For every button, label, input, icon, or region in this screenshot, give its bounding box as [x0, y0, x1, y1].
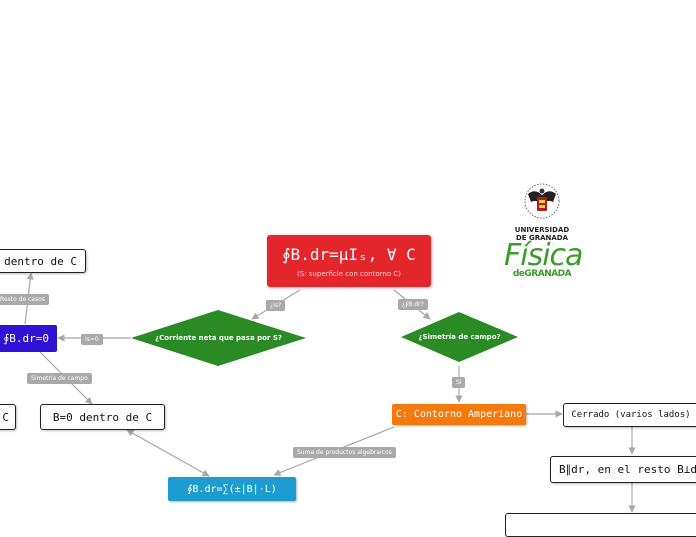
decision-current-shape[interactable]	[131, 310, 306, 366]
node-closed[interactable]: Cerrado (varios lados)	[563, 403, 696, 427]
node-b-inside-top[interactable]: dentro de C	[0, 249, 86, 273]
node-b-zero-inside-text: B=0 dentro de C	[52, 410, 153, 424]
node-amperian[interactable]: C: Contorno Amperiano	[392, 404, 526, 425]
logo-line2: DE GRANADA	[515, 234, 569, 242]
node-c-left[interactable]: C	[0, 404, 16, 430]
edge-label-sum-products: Suma de productos algebraicos	[293, 447, 396, 458]
logo-fisica: Física	[504, 238, 583, 273]
decision-current-label: ¿Corriente neta que pasa por S?	[155, 334, 282, 342]
node-circ-zero-text: ∮B.dr=0	[3, 332, 49, 345]
edge-label-si: Sí	[452, 377, 466, 388]
node-parallel-text: B∥dr, en el resto B⊥d	[559, 463, 696, 476]
root-node[interactable]: ∮B.dr=μIₛ, ∀ C (S: superficie con contor…	[267, 235, 431, 287]
edge-label-circ: ¿∮B.dr?	[398, 299, 428, 310]
node-c-left-text: C	[2, 410, 9, 424]
logo-line1: UNIVERSIDAD	[514, 226, 570, 234]
connector-bzero-sum	[126, 429, 210, 477]
logo-fisica-sub: deGRANADA	[512, 269, 572, 279]
node-amperian-text: C: Contorno Amperiano	[395, 409, 523, 420]
node-sum-formula[interactable]: ∮B.dr=∑(±|B|·L)	[168, 477, 296, 501]
edge-label-rest-cases: Resto de casos	[0, 294, 49, 305]
decision-symmetry-shape[interactable]	[401, 312, 518, 362]
node-b-inside-top-text: dentro de C	[4, 254, 77, 268]
root-formula: ∮B.dr=μIₛ, ∀ C	[282, 244, 416, 264]
edge-label-is-zero: Is=0	[81, 334, 103, 345]
university-logo: UNIVERSIDAD DE GRANADA Física deGRANADA	[504, 182, 583, 279]
university-crest-icon	[524, 183, 560, 219]
edge-label-field-sym: Simetría de campo	[27, 373, 92, 384]
node-parallel[interactable]: B∥dr, en el resto B⊥d	[550, 456, 696, 483]
node-circ-zero[interactable]: ∮B.dr=0	[0, 325, 57, 352]
node-sum-formula-text: ∮B.dr=∑(±|B|·L)	[187, 483, 277, 495]
decision-symmetry-label: ¿Simetría de campo?	[418, 333, 501, 341]
node-closed-text: Cerrado (varios lados)	[571, 410, 691, 420]
node-b-zero-inside[interactable]: B=0 dentro de C	[40, 404, 165, 430]
node-next-partial[interactable]	[505, 513, 696, 537]
root-subtitle: (S: superficie con contorno C)	[297, 269, 401, 278]
edge-label-is: ¿Is?	[266, 300, 286, 311]
